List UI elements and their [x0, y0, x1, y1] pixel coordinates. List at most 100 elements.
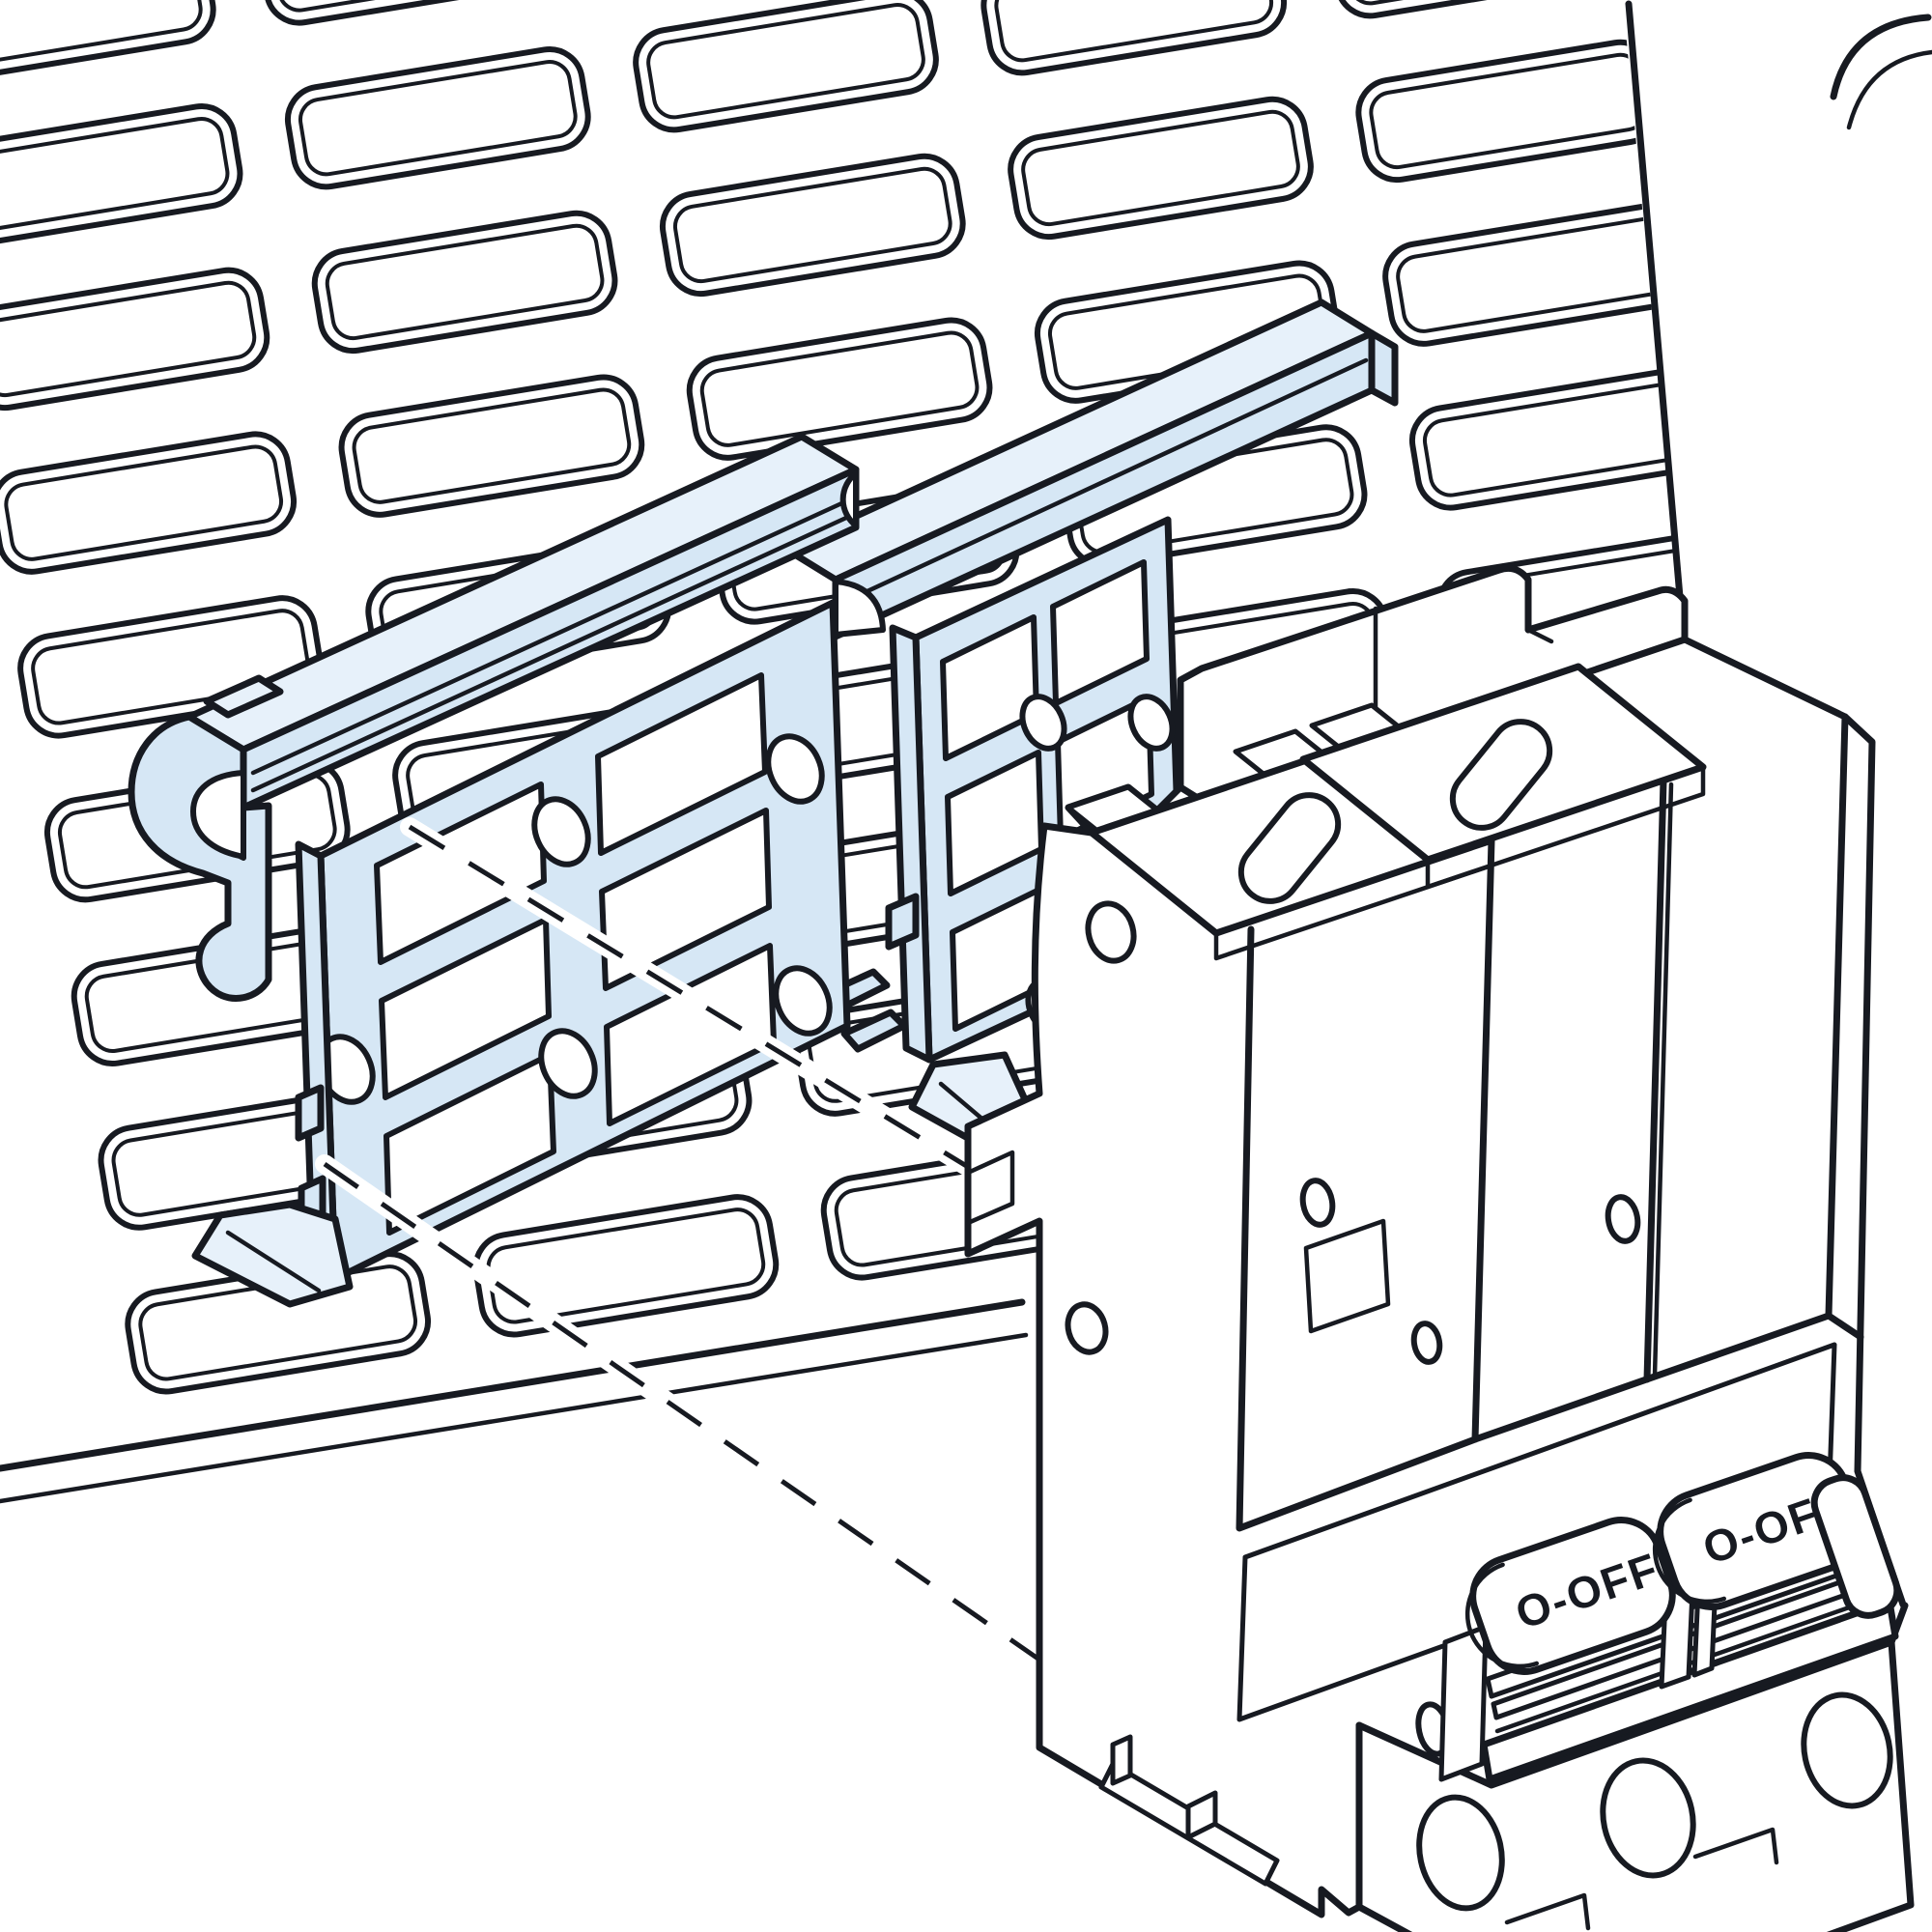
panel-slot-inner	[298, 60, 578, 177]
panel-slot	[1782, 472, 1932, 619]
clip-rail-notch	[839, 470, 859, 528]
terminal-notches	[1504, 1827, 1779, 1931]
clip-window	[374, 781, 547, 965]
terminal-hole	[1801, 1691, 1893, 1809]
clip-rail-lip-line	[250, 497, 851, 776]
panel-slot-inner	[1021, 109, 1300, 227]
panel-slot-inner	[1797, 487, 1932, 606]
panel-slot	[0, 0, 216, 83]
clip-foot	[191, 1201, 354, 1308]
panel-slot-inner	[0, 116, 230, 234]
breaker-front-hole	[1605, 1194, 1641, 1244]
circuit-breaker: O-OFF O-OFF	[964, 564, 1915, 1932]
panel-slot	[472, 1194, 780, 1338]
terminal-hole	[1600, 1757, 1696, 1879]
panel-slot	[1755, 308, 1932, 455]
alignment-dash-upper	[408, 824, 1041, 1213]
breaker-pole1-toggle: O-OFF	[1464, 1517, 1676, 1675]
rail-line	[1494, 1591, 1890, 1734]
clip-rail-notch	[833, 579, 886, 638]
panel-slot-inner	[1770, 323, 1932, 441]
rail-right-cap	[1810, 1474, 1901, 1619]
panel-slot	[1408, 367, 1698, 511]
clip-hole	[538, 1028, 598, 1099]
toggle-lever	[1469, 1517, 1676, 1675]
mounting-clip-left	[128, 433, 860, 1308]
panel-slot-inner	[352, 387, 632, 504]
panel-slot	[633, 0, 939, 133]
clip-hole	[531, 796, 591, 867]
din-foot-tab	[1185, 1790, 1218, 1840]
breaker-label-window	[1303, 1218, 1391, 1334]
panel-slot	[0, 267, 270, 412]
breaker-side-hole	[1065, 1301, 1109, 1355]
breaker-toggle-rail: O-OFF O-OFF	[1236, 1342, 1901, 1783]
panel-slot-inner	[1716, 0, 1932, 113]
clip-rail-tab	[203, 674, 284, 719]
panel-slot	[1382, 203, 1689, 347]
panel-corner-slot	[1830, 14, 1932, 100]
panel-slot	[980, 0, 1288, 76]
breaker-pole1-edge	[1471, 837, 1495, 1443]
clip-rail-lip-line	[250, 515, 849, 793]
panel-slot	[1355, 39, 1662, 184]
clip-rail-lip-line	[839, 357, 1369, 606]
breaker-top-slot	[1449, 719, 1553, 831]
panel-slot-inner	[646, 3, 925, 120]
breaker-top-slot	[1237, 792, 1342, 904]
panel-slot	[1862, 964, 1932, 1111]
breaker-pole-seam	[1643, 777, 1667, 1383]
clip-foot-line	[225, 1230, 322, 1293]
breaker-rear-step	[1525, 627, 1554, 644]
panel-slot-inner	[4, 444, 284, 561]
clip-edge-tab	[885, 893, 920, 951]
terminal-hole	[1416, 1794, 1505, 1912]
toggle-lever-arc	[1652, 1497, 1726, 1605]
clip-din-hook-slot	[190, 770, 246, 861]
panel-slot-inner	[994, 0, 1274, 63]
clip-hole	[773, 965, 833, 1037]
panel-slot-inner	[0, 0, 203, 70]
panel-slot-inner	[1396, 216, 1675, 333]
clip-edge-tab	[295, 1084, 325, 1142]
panel-slot-inner	[1369, 52, 1649, 170]
panel-slot	[1728, 145, 1932, 292]
clip-rail-end	[1368, 329, 1399, 407]
panel-slot-inner	[672, 166, 952, 284]
clip-edge	[889, 624, 933, 1064]
clip-window	[1050, 559, 1150, 706]
breaker-side-tab-lines	[965, 1150, 1015, 1226]
panel-slot-inner	[699, 330, 980, 447]
panel-slot	[284, 46, 591, 190]
toggle-lever-arc	[1464, 1562, 1539, 1669]
panel-slot	[0, 431, 298, 575]
panel-slot-inner	[325, 223, 605, 341]
panel-slot	[338, 374, 645, 518]
breaker-left-face-edge	[1236, 925, 1479, 1532]
clip-window	[379, 917, 552, 1100]
panel-slot-inner	[1877, 979, 1932, 1097]
din-foot-tab	[1110, 1734, 1133, 1786]
terminal-block-top	[1355, 1638, 1895, 1789]
panel-slot-inner	[0, 280, 257, 398]
panel-corner-slot-inner	[1846, 49, 1932, 130]
breaker-pole-bottom	[1471, 1312, 1833, 1443]
breaker-pole-seam-inner	[1652, 781, 1674, 1378]
alignment-lines	[315, 817, 1049, 1669]
clip-hole	[1019, 694, 1067, 752]
clip-hole	[1127, 694, 1176, 752]
panel-slot	[686, 317, 993, 461]
panel-slot	[258, 0, 564, 26]
panel-slot	[311, 210, 618, 355]
rail-lip-step	[1487, 1634, 1898, 1782]
panel-slot	[1008, 96, 1314, 241]
breaker-front-hole	[1410, 1321, 1443, 1365]
alignment-dash-lower	[323, 1161, 1041, 1662]
panel-slot-inner	[1342, 0, 1622, 6]
clip-hook-tab	[840, 1009, 908, 1053]
breaker-front-hole	[1299, 1178, 1336, 1228]
clip-hole	[765, 733, 825, 805]
panel-slot-inner	[31, 609, 310, 725]
